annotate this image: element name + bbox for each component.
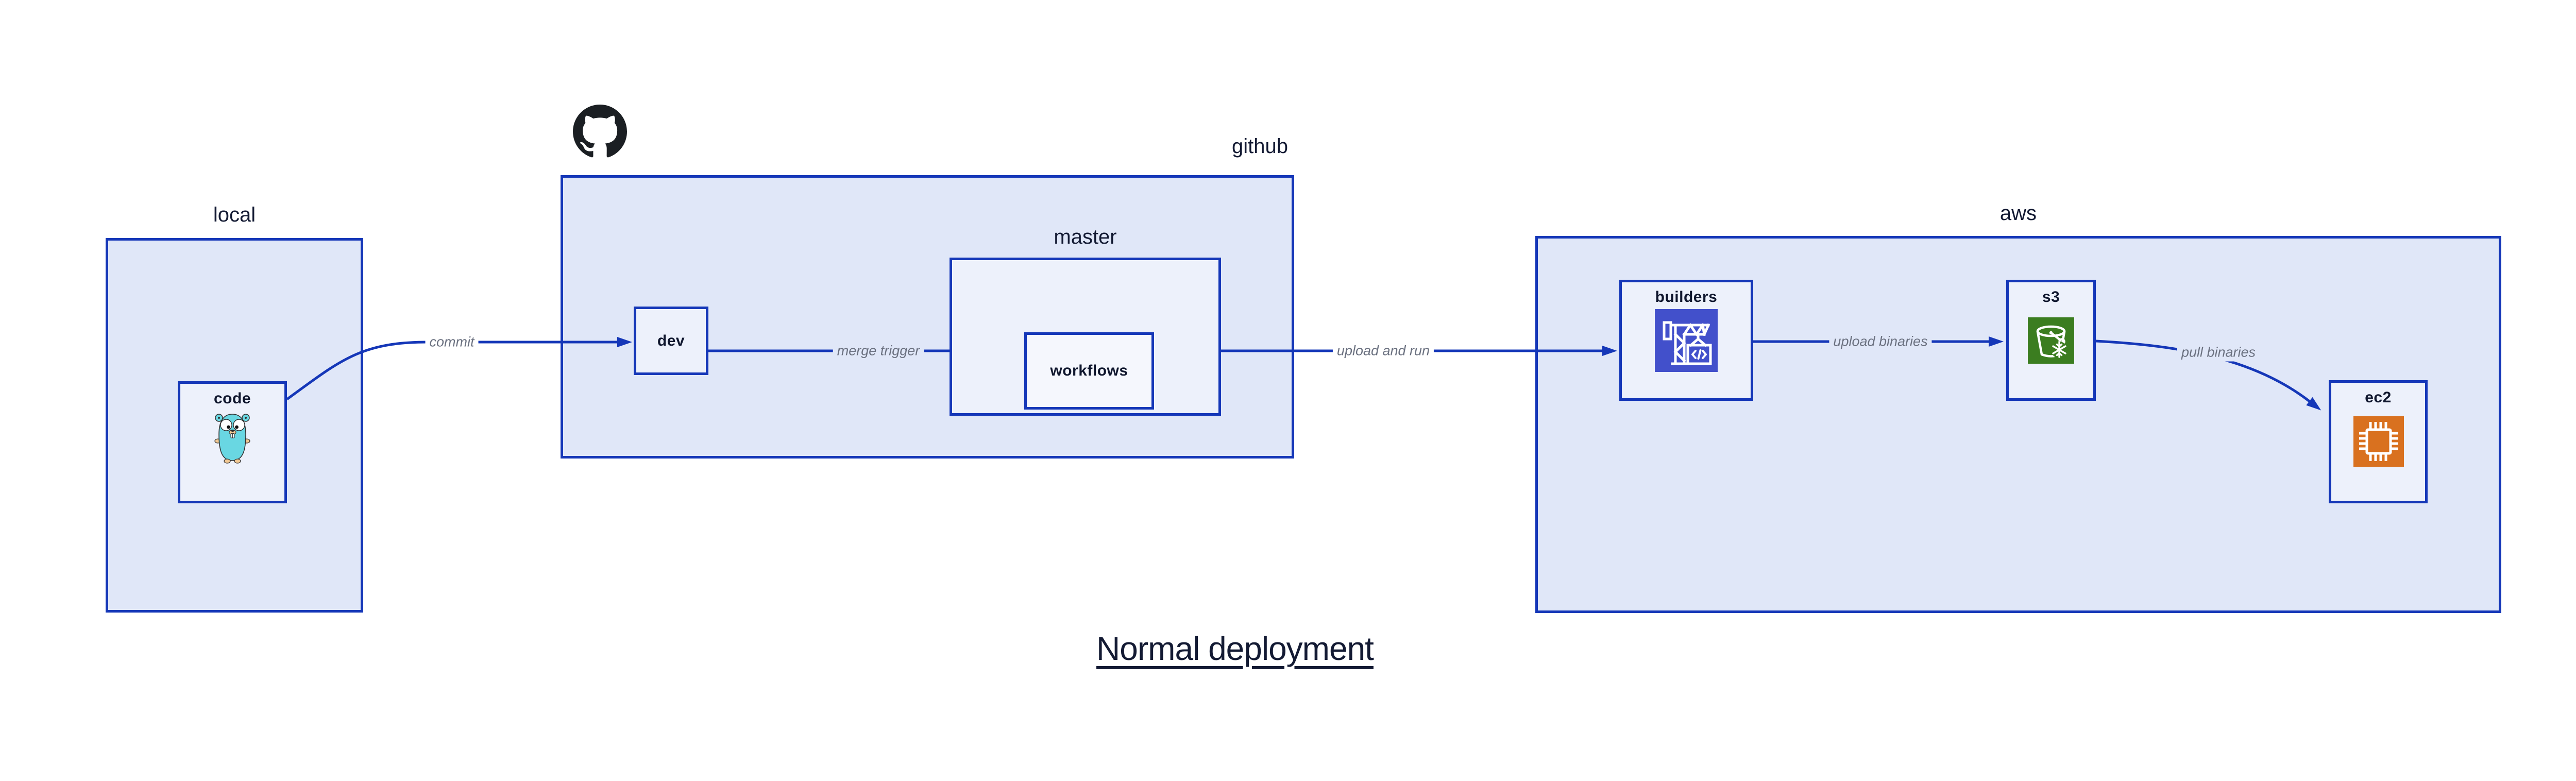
code-node-label: code [213, 390, 251, 407]
ec2-chip-icon [2353, 416, 2404, 469]
local-container-label: local [213, 203, 256, 226]
edge-label-commit: commit [425, 333, 479, 351]
edge-label-pull-binaries: pull binaries [2177, 343, 2260, 362]
workflows-node: workflows [1024, 332, 1154, 410]
builders-label: builders [1655, 288, 1718, 305]
aws-container-label: aws [1999, 202, 2037, 225]
diagram-title: Normal deployment [1096, 630, 1374, 667]
github-logo-icon [573, 105, 627, 161]
edge-label-merge-trigger: merge trigger [833, 342, 924, 360]
s3-label: s3 [2042, 288, 2060, 305]
ec2-label: ec2 [2365, 389, 2392, 406]
github-container-label: github [1232, 135, 1288, 158]
dev-branch-node: dev [634, 307, 708, 375]
go-gopher-icon [214, 411, 251, 466]
s3-glacier-bucket-icon [2028, 317, 2074, 366]
dev-branch-label: dev [657, 332, 685, 349]
master-branch-label: master [1054, 226, 1117, 248]
aws-codebuild-crane-icon [1655, 309, 1718, 375]
workflows-label: workflows [1050, 362, 1128, 379]
edge-label-upload-and-run: upload and run [1332, 342, 1434, 360]
edge-label-upload-binaries: upload binaries [1829, 332, 1932, 351]
